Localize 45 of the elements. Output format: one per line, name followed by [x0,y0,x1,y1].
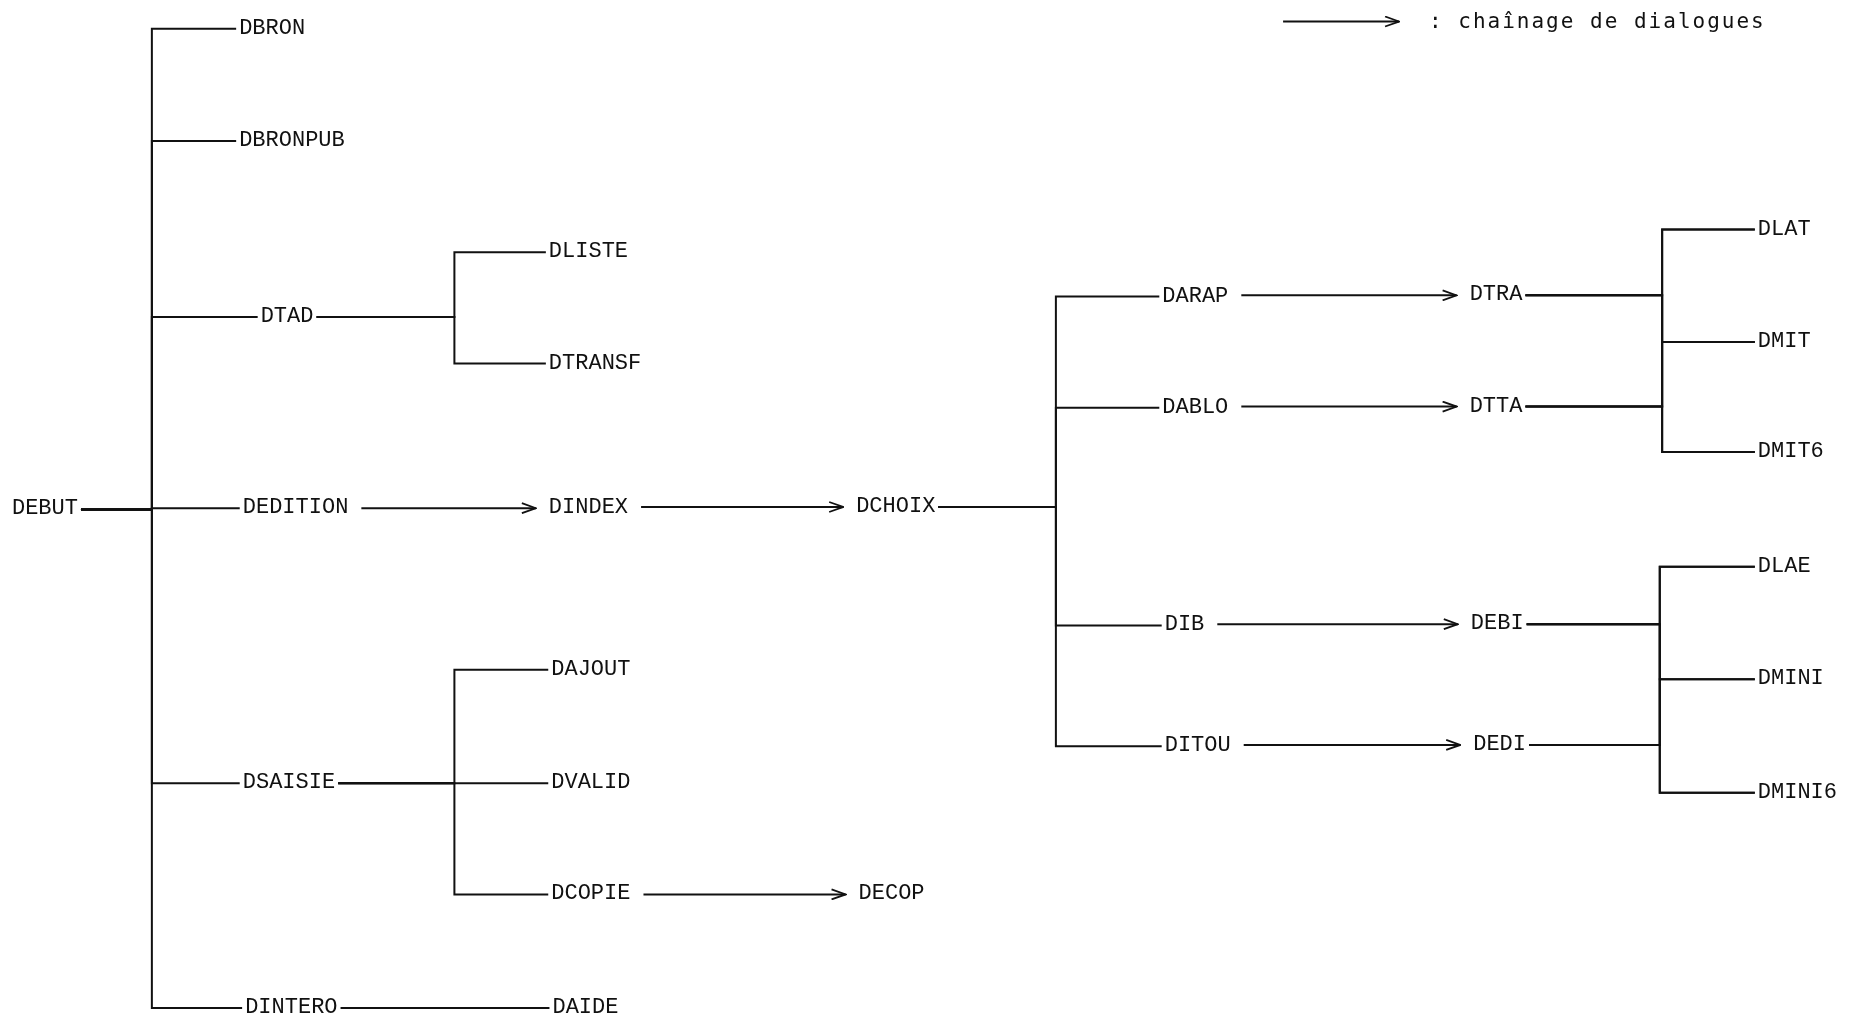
node-label: DSAISIE [239,771,339,796]
node-label: DEBI [1467,612,1527,637]
node-label: DEDITION [239,496,352,521]
node-label: DBRONPUB [236,129,348,154]
node-label: DMIT6 [1754,440,1827,464]
node-label: DEDI [1470,732,1529,757]
arrow [1240,289,1458,302]
connector-line [1524,405,1756,453]
arrow [1242,739,1462,751]
connector-line [315,315,547,365]
connector-line [937,506,1163,748]
node-label: DITOU [1161,734,1234,759]
node-label: DLAE [1754,554,1814,579]
arrow [360,502,537,515]
node-label: DVALID [548,771,634,796]
node-label: DINTERO [242,996,341,1021]
connector-line [79,508,244,1010]
node-label: DMIT [1754,330,1814,354]
arrow [642,888,847,901]
node-label: DLAT [1754,217,1814,242]
node-label: DBRON [236,16,309,41]
node-label: DLISTE [545,240,632,265]
node-label: DMINI [1754,667,1827,692]
arrow [640,501,845,513]
node-label: DAIDE [549,996,622,1021]
node-label: DTAD [257,304,317,329]
node-label: DAJOUT [548,657,634,682]
arrow [1216,618,1459,631]
connector-line [1528,743,1756,794]
node-label: DIB [1161,613,1208,638]
node-label: DCOPIE [548,882,634,907]
node-label: DCHOIX [853,495,939,519]
node-label: DTRA [1466,283,1526,308]
node-label: DMINI6 [1754,780,1841,805]
connector-line [339,1007,551,1010]
node-label: DABLO [1159,395,1232,420]
node-label: DEBUT [8,497,81,522]
node-label: DARAP [1159,284,1232,309]
node-label: DTTA [1466,394,1526,419]
node-label: DINDEX [545,496,632,521]
node-label: DTRANSF [545,351,645,376]
node-label: DECOP [855,882,928,907]
connector-line [337,782,550,896]
legend-text: : chaînage de dialogues [1428,8,1766,33]
arrow [1240,400,1458,413]
